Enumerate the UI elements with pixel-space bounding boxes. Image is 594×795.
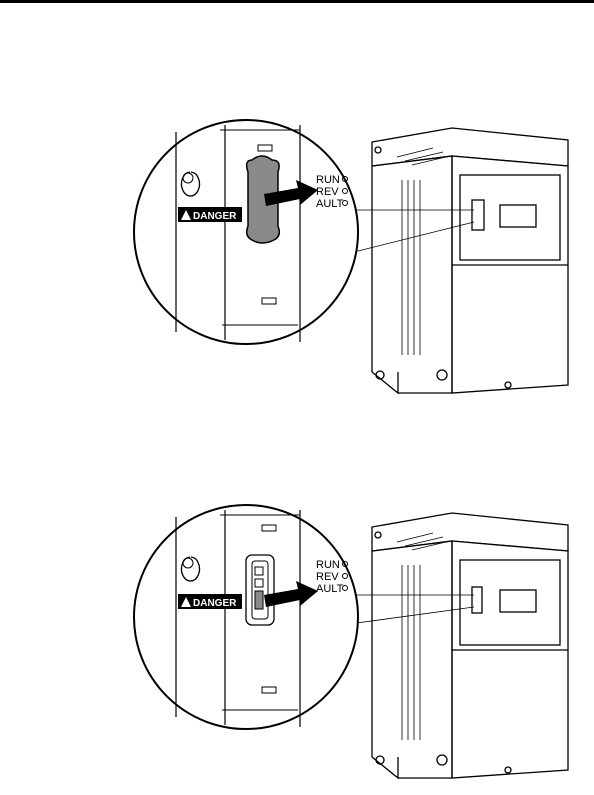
danger-label-text: DANGER (193, 211, 237, 222)
danger-label-text: DANGER (193, 598, 237, 609)
led-label-run: RUN (316, 174, 340, 186)
led-labels: RUN REV AULT (316, 174, 348, 210)
led-label-rev: REV (316, 186, 339, 198)
led-label-rev: REV (316, 571, 339, 583)
drive-unit-illustration (372, 513, 568, 778)
figure-jumper-removed: RUN REV AULT DANGER (0, 495, 594, 795)
led-label-fault: AULT (316, 198, 344, 210)
figure-jumper-installed: RUN REV AULT DANGER (0, 110, 594, 410)
danger-warning-label: DANGER (178, 594, 242, 609)
led-labels: RUN REV AULT (316, 559, 348, 595)
led-label-run: RUN (316, 559, 340, 571)
empty-jumper-socket (246, 555, 274, 625)
led-label-fault: AULT (316, 583, 344, 595)
drive-unit-illustration (372, 128, 568, 393)
danger-warning-label: DANGER (178, 207, 242, 222)
page-top-rule (0, 0, 594, 3)
